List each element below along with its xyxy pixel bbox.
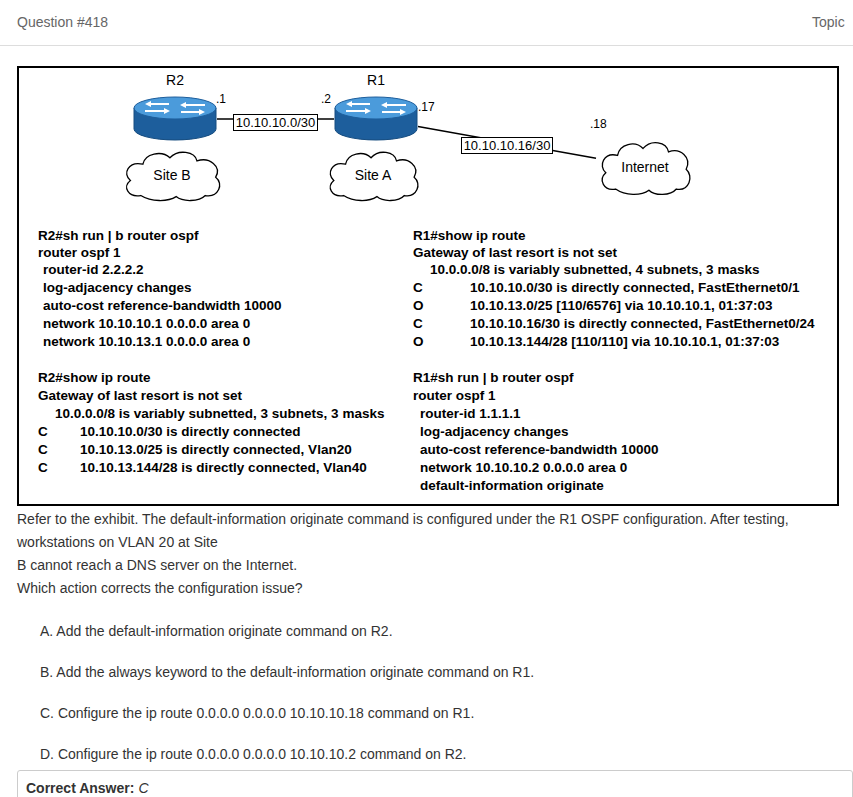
router-icon: R2 [133, 96, 217, 142]
answer-box: Correct Answer:C [17, 770, 853, 797]
interface-address: .1 [216, 92, 226, 106]
interface-address: .18 [590, 117, 607, 131]
router-name: R2 [123, 71, 227, 89]
cli-output-line: router ospf 1 [413, 388, 496, 404]
exhibit-frame [18, 67, 838, 505]
cli-output-line: O [413, 334, 424, 350]
cli-output-line: 10.10.10.0/30 is directly connected [80, 424, 301, 440]
cli-output-line: auto-cost reference-bandwidth 10000 [43, 298, 282, 314]
cli-output-line: C [38, 460, 48, 476]
cli-output-line: log-adjacency changes [420, 424, 569, 440]
header-text: Question #418 [17, 13, 108, 31]
cli-output-line: O [413, 298, 424, 314]
router-name: R1 [324, 71, 428, 89]
header-text: Topic [812, 13, 845, 31]
cli-output-line: R2#show ip route [38, 370, 151, 386]
answer-text: Correct Answer: [26, 779, 134, 797]
cli-output-line: auto-cost reference-bandwidth 10000 [420, 442, 659, 458]
cloud-label: Site A [355, 166, 392, 184]
cli-output-line: 10.10.13.0/25 is directly connected, Vla… [80, 442, 352, 458]
cli-output-line: network 10.10.13.1 0.0.0.0 area 0 [43, 334, 250, 350]
site-cloud: Site B [120, 148, 224, 202]
cli-output-line: R1#sh run | b router ospf [413, 370, 574, 386]
cli-output-line: C [38, 424, 48, 440]
subnet-label: 10.10.10.0/30 [233, 114, 319, 131]
cli-output-line: 10.10.10.16/30 is directly connected, Fa… [470, 316, 814, 332]
question-text: D. Configure the ip route 0.0.0.0 0.0.0.… [40, 743, 467, 766]
question-text: Refer to the exhibit. The default-inform… [17, 508, 833, 554]
cli-output-line: network 10.10.10.1 0.0.0.0 area 0 [43, 316, 250, 332]
answer-text: C [138, 779, 148, 797]
question-text: Which action corrects the configuration … [17, 577, 303, 600]
cli-output-line: router-id 1.1.1.1 [420, 406, 521, 422]
cli-output-line: 10.0.0.0/8 is variably subnetted, 4 subn… [430, 262, 759, 278]
cli-output-line: R1#show ip route [413, 228, 526, 244]
cloud-label: Internet [621, 158, 668, 176]
cli-output-line: C [413, 280, 423, 296]
cli-output-line: 10.10.13.144/28 is directly connected, V… [80, 460, 367, 476]
cli-output-line: R2#sh run | b router ospf [38, 228, 199, 244]
question-text: B. Add the always keyword to the default… [40, 661, 534, 684]
cli-output-line: 10.10.13.144/28 [110/110] via 10.10.10.1… [470, 334, 779, 350]
cli-output-line: log-adjacency changes [43, 280, 192, 296]
site-cloud: Site A [324, 148, 422, 202]
internet-cloud: Internet [596, 138, 694, 196]
subnet-label: 10.10.10.16/30 [461, 137, 554, 154]
cli-output-line: Gateway of last resort is not set [38, 388, 242, 404]
question-text: B cannot reach a DNS server on the Inter… [17, 554, 297, 577]
cli-output-line: C [413, 316, 423, 332]
cli-output-line: Gateway of last resort is not set [413, 245, 617, 261]
cli-output-line: 10.10.13.0/25 [110/6576] via 10.10.10.1,… [470, 298, 773, 314]
cli-output-line: 10.0.0.0/8 is variably subnetted, 3 subn… [55, 406, 384, 422]
router-icon: R1 [334, 96, 418, 142]
router-symbol [334, 96, 418, 142]
cli-output-line: network 10.10.10.2 0.0.0.0 area 0 [420, 460, 627, 476]
cli-output-line: 10.10.10.0/30 is directly connected, Fas… [470, 280, 799, 296]
cli-output-line: router ospf 1 [38, 245, 121, 261]
cli-output-line: default-information originate [420, 478, 604, 494]
header-rule [0, 45, 853, 46]
cloud-label: Site B [153, 166, 190, 184]
cli-output-line: C [38, 442, 48, 458]
question-text: C. Configure the ip route 0.0.0.0 0.0.0.… [40, 702, 474, 725]
interface-address: .2 [321, 92, 331, 106]
router-symbol [133, 96, 217, 142]
interface-address: .17 [418, 100, 435, 114]
cli-output-line: router-id 2.2.2.2 [43, 262, 144, 278]
question-text: A. Add the default-information originate… [40, 620, 393, 643]
link-line [418, 126, 596, 158]
